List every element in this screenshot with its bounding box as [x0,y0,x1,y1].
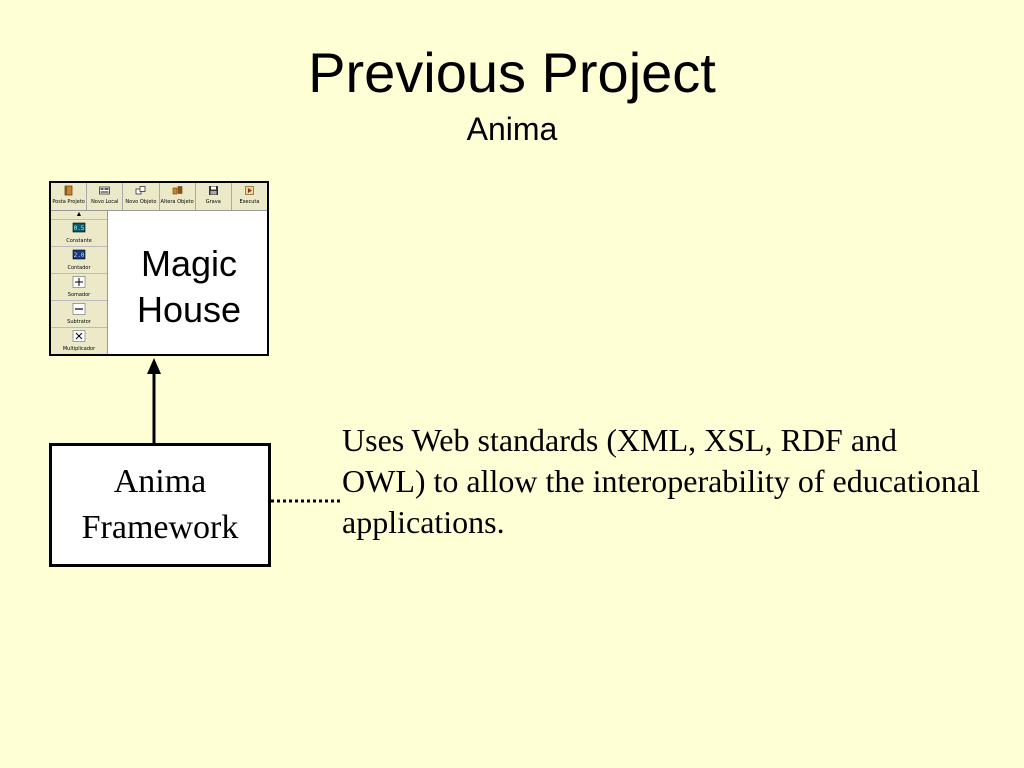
sidebar-item-contador: 2.0 Contador [51,247,107,274]
app-toolbar: Posta Projeto Novo Local Novo Objeto A [51,183,267,211]
sidebar-item-constante: 0.5 Constante [51,220,107,247]
toolbar-button-novo-local: Novo Local [87,183,124,210]
magic-house-screenshot: Posta Projeto Novo Local Novo Objeto A [49,181,269,356]
framework-line2: Framework [81,509,239,546]
anima-framework-box: Anima Framework [49,443,271,567]
toolbar-label: Altera Objeto [160,199,194,205]
magic-house-label: Magic House [109,241,267,333]
book-icon [64,185,73,196]
toolbar-button-novo-objeto: Novo Objeto [123,183,160,210]
counter-icon: 2.0 [72,249,86,260]
sidebar-item-subtrator: Subtrator [51,301,107,328]
plus-icon [72,276,86,288]
toolbar-button-grava: Grava [196,183,232,210]
edit-objects-icon [172,186,182,195]
minus-icon [72,303,86,315]
sidebar-item-multiplicador: Multiplicador [51,328,107,354]
constant-glyph: 0.5 [74,225,85,232]
app-sidebar: ▲ 0.5 Constante 2.0 Contador Somador [51,211,108,354]
slide-subtitle: Anima [466,111,558,147]
counter-glyph: 2.0 [74,252,85,259]
toolbar-label: Executa [239,199,260,205]
times-icon [72,330,86,342]
sidebar-label: Subtrator [67,319,91,325]
framework-line1: Anima [113,463,207,500]
play-icon [245,186,254,195]
toolbar-button-altera-objeto: Altera Objeto [160,183,196,210]
sidebar-label: Multiplicador [62,346,96,352]
toolbar-label: Posta Projeto [52,199,85,205]
save-icon [208,186,218,195]
toolbar-label: Grava [205,199,221,205]
magic-house-line2: House [136,289,242,330]
sidebar-item-somador: Somador [51,274,107,301]
objects-icon [136,186,146,195]
constant-icon: 0.5 [72,222,86,233]
toolbar-button-executa: Executa [232,183,267,210]
panel-icon [99,186,111,195]
slide-title: Previous Project [308,41,716,104]
toolbar-button-posta-projeto: Posta Projeto [51,183,88,210]
sidebar-label: Constante [66,238,92,244]
magic-house-line1: Magic [140,243,238,284]
toolbar-label: Novo Objeto [125,199,157,205]
sidebar-label: Contador [67,265,91,271]
description-text: Uses Web standards (XML, XSL, RDF and OW… [342,422,980,540]
arrowhead-icon [147,358,161,374]
sidebar-label: Somador [67,292,91,298]
toolbar-label: Novo Local [91,199,119,205]
scroll-up-icon: ▲ [51,211,107,220]
